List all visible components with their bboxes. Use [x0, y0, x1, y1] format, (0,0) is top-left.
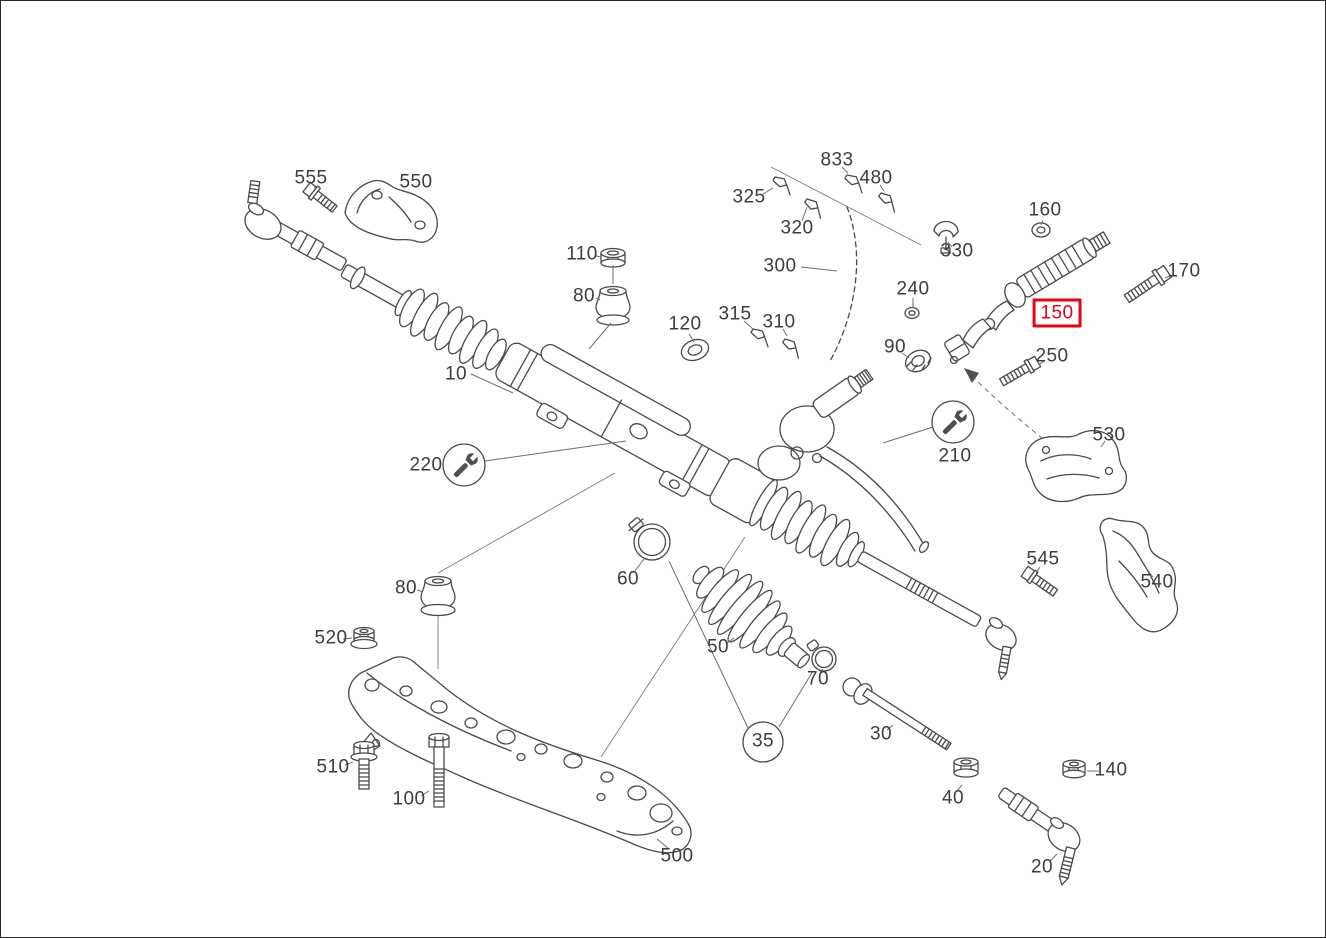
pointer-dashed-arrow	[970, 374, 1044, 440]
nut-110	[600, 247, 626, 268]
part-label-160[interactable]: 160	[1028, 199, 1062, 221]
hose-line	[770, 166, 922, 246]
boot-50	[692, 565, 811, 669]
bolt-545	[1020, 565, 1059, 597]
nut-140	[1062, 759, 1086, 779]
bushing-80-upper	[595, 285, 631, 326]
valve-housing	[757, 368, 930, 553]
part-label-530[interactable]: 530	[1092, 424, 1126, 446]
part-label-120[interactable]: 120	[668, 313, 702, 335]
part-label-170[interactable]: 170	[1167, 260, 1201, 282]
bolt-170	[1123, 264, 1173, 304]
bolt-555	[302, 181, 338, 213]
part-label-110[interactable]: 110	[566, 243, 598, 265]
special-tool-callout-220	[442, 443, 486, 487]
tie-rod-end-right	[985, 617, 1017, 681]
ring-240	[904, 306, 920, 320]
part-label-60[interactable]: 60	[617, 568, 639, 590]
part-label-40[interactable]: 40	[942, 787, 964, 809]
heat-shield-530	[1025, 429, 1128, 503]
part-label-150[interactable]: 150	[1032, 298, 1082, 328]
part-label-70[interactable]: 70	[807, 668, 829, 690]
heat-shield-540	[1099, 517, 1179, 633]
part-label-300[interactable]: 300	[763, 255, 797, 277]
part-label-80[interactable]: 80	[573, 285, 595, 307]
part-label-80[interactable]: 80	[395, 577, 417, 599]
part-label-35[interactable]: 35	[752, 730, 774, 752]
washer-160	[1031, 222, 1051, 238]
group-callout-circle-35	[742, 721, 784, 763]
part-label-315[interactable]: 315	[718, 303, 752, 325]
part-label-10[interactable]: 10	[445, 363, 467, 385]
tie-rod-left	[244, 179, 347, 271]
steering-coupling-150	[944, 231, 1111, 365]
part-label-250[interactable]: 250	[1035, 345, 1069, 367]
part-label-140[interactable]: 140	[1094, 759, 1128, 781]
nut-520	[350, 626, 378, 650]
leader-lines	[313, 166, 1174, 862]
bolt-250	[999, 355, 1042, 387]
special-tool-callout-210	[931, 400, 975, 444]
part-label-320[interactable]: 320	[780, 217, 814, 239]
part-label-330[interactable]: 330	[940, 240, 974, 262]
steering-rack	[340, 264, 982, 627]
part-label-540[interactable]: 540	[1140, 571, 1174, 593]
bolt-100	[428, 732, 450, 808]
part-label-310[interactable]: 310	[762, 311, 796, 333]
part-label-833[interactable]: 833	[820, 149, 854, 171]
part-label-220[interactable]: 220	[409, 454, 443, 476]
part-label-500[interactable]: 500	[660, 845, 694, 867]
clamp-60	[628, 517, 671, 561]
part-label-50[interactable]: 50	[707, 636, 729, 658]
part-label-20[interactable]: 20	[1031, 856, 1053, 878]
part-label-100[interactable]: 100	[392, 788, 426, 810]
wrench-icon	[453, 453, 478, 478]
part-label-520[interactable]: 520	[314, 627, 348, 649]
seal-90	[904, 349, 932, 373]
tie-rod-end-20	[998, 787, 1081, 886]
part-label-510[interactable]: 510	[316, 756, 350, 778]
part-label-30[interactable]: 30	[870, 723, 892, 745]
pointer-arrowhead	[964, 368, 979, 383]
part-label-550[interactable]: 550	[399, 171, 433, 193]
bushing-80-lower	[420, 575, 456, 669]
part-label-240[interactable]: 240	[896, 278, 930, 300]
clamp-70	[806, 639, 837, 672]
wrench-icon	[942, 410, 967, 435]
nut-40	[953, 757, 979, 778]
subframe-crossmember	[348, 656, 692, 854]
inner-tie-rod-30	[842, 677, 952, 751]
part-label-325[interactable]: 325	[732, 186, 766, 208]
part-label-555[interactable]: 555	[294, 167, 328, 189]
ring-120	[680, 338, 710, 362]
part-label-210[interactable]: 210	[938, 445, 972, 467]
bolt-510	[350, 740, 378, 790]
part-label-90[interactable]: 90	[884, 336, 906, 358]
part-label-480[interactable]: 480	[859, 167, 893, 189]
clamp-330	[933, 220, 959, 254]
part-label-545[interactable]: 545	[1026, 548, 1060, 570]
clamp-bracket-550	[344, 179, 438, 243]
